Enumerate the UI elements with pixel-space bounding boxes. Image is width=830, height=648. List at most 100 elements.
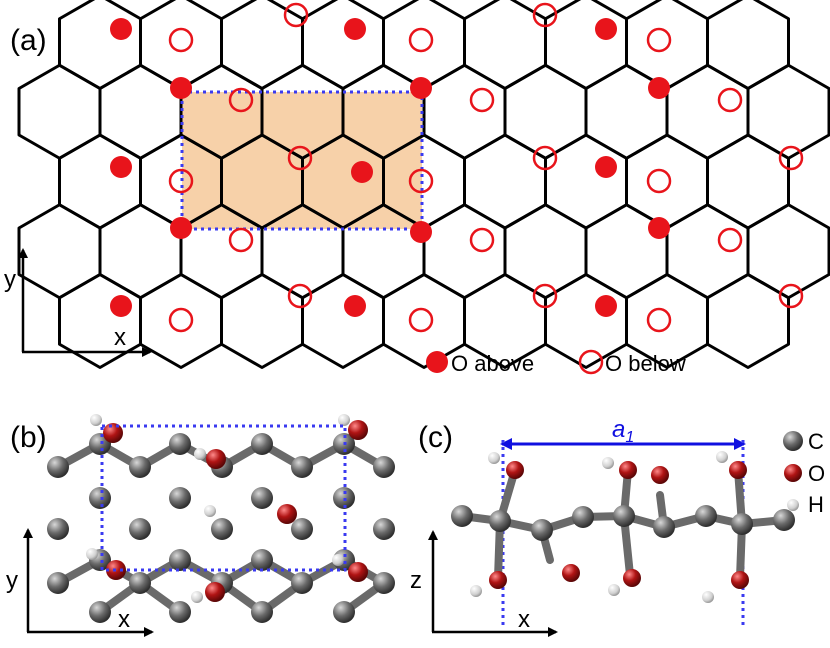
hexagon-cell — [503, 63, 588, 160]
hexagon-cell — [706, 0, 790, 90]
hydrogen-atom — [602, 457, 614, 469]
carbon-atom — [572, 506, 594, 528]
oxygen-below-marker — [469, 227, 495, 253]
hydrogen-atom — [608, 584, 620, 596]
carbon-atom — [251, 487, 273, 509]
hydrogen-atom — [338, 414, 350, 426]
carbon-atom — [47, 456, 69, 478]
oxygen-atom — [206, 449, 226, 469]
oxygen-below-marker — [646, 307, 672, 333]
hexagon-cell — [98, 63, 183, 160]
oxygen-below-marker — [778, 283, 804, 309]
oxygen-atom — [277, 504, 297, 524]
oxygen-below-marker — [646, 27, 672, 53]
hexagon-cell — [422, 203, 507, 300]
legend-oxygen-below-marker — [578, 349, 604, 375]
hexagon-cell — [544, 133, 628, 230]
panel-a: (a) y x O above O below — [4, 0, 830, 376]
axis-x-label: x — [114, 324, 126, 351]
oxygen-atom — [731, 571, 749, 589]
legend-oxygen-above-marker — [426, 351, 448, 373]
oxygen-above-marker — [351, 161, 373, 183]
atoms — [451, 451, 795, 603]
oxygen-below-marker — [717, 227, 743, 253]
oxygen-below-marker — [168, 307, 194, 333]
oxygen-below-marker — [287, 145, 313, 171]
carbon-atom — [169, 487, 191, 509]
carbon-atom — [489, 510, 511, 532]
carbon-atom — [169, 549, 191, 571]
oxygen-atom — [205, 582, 225, 602]
panel-b: (b) y x — [6, 414, 395, 637]
oxygen-below-marker — [283, 2, 309, 28]
oxygen-below-marker — [532, 2, 558, 28]
hydrogen-atom — [204, 505, 216, 517]
honeycomb-lattice — [17, 0, 830, 369]
axis-z-label: z — [410, 567, 422, 594]
oxygen-below-marker — [287, 283, 313, 309]
hexagon-cell — [544, 0, 628, 90]
oxygen-atom — [623, 569, 641, 587]
hexagon-cell — [58, 133, 142, 230]
legend-oxygen-label: O — [808, 461, 825, 486]
oxygen-below-marker — [532, 283, 558, 309]
molecular-model-side-view — [451, 451, 795, 603]
hexagon-cell — [463, 133, 547, 230]
hexagon-cell — [58, 273, 142, 369]
carbon-atom — [89, 601, 111, 623]
oxygen-below-marker — [408, 307, 434, 333]
hydrogen-atom — [716, 451, 728, 463]
oxygen-above-marker — [170, 217, 192, 239]
hexagon-cell — [625, 0, 709, 90]
carbon-atom — [695, 505, 717, 527]
oxygen-below-marker — [228, 87, 254, 113]
carbon-atom — [291, 572, 313, 594]
oxygen-below-marker — [717, 87, 743, 113]
axis-x-label-b: x — [118, 606, 130, 633]
oxygen-atom — [348, 420, 368, 440]
atoms — [47, 414, 395, 623]
oxygen-above-marker — [595, 18, 617, 40]
carbon-atom — [373, 456, 395, 478]
lattice-constant-label: a1 — [612, 416, 634, 446]
oxygen-below-marker — [532, 145, 558, 171]
hexagon-cell — [746, 203, 830, 300]
carbon-atom — [731, 513, 753, 535]
hexagon-cell — [17, 63, 102, 160]
oxygen-below-marker — [168, 27, 194, 53]
legend-oxygen-ball — [784, 464, 802, 482]
carbon-atom — [333, 601, 355, 623]
carbon-atom — [451, 505, 473, 527]
axis-x-label-c: x — [518, 606, 530, 633]
oxygen-above-marker — [110, 295, 132, 317]
hexagon-cell — [625, 133, 709, 230]
carbon-atom — [373, 572, 395, 594]
legend-oxygen-below-label: O below — [605, 351, 686, 376]
hexagon-cell — [665, 63, 750, 160]
unit-cell-border — [180, 90, 424, 231]
oxygen-above-marker — [110, 18, 132, 40]
hexagon-cell — [301, 0, 385, 90]
panel-b-label: (b) — [10, 421, 47, 454]
hydrogen-atom — [194, 448, 206, 460]
hexagon-cell — [706, 273, 790, 369]
hexagon-cell — [17, 203, 102, 300]
oxygen-atom — [729, 461, 747, 479]
carbon-atom — [251, 549, 273, 571]
hexagon-cell — [382, 0, 466, 90]
oxygen-above-marker — [344, 18, 366, 40]
carbon-atom — [773, 509, 795, 531]
legend-hydrogen-ball — [787, 499, 799, 511]
hydrogen-atom — [191, 591, 203, 603]
oxygen-above-marker — [110, 156, 132, 178]
molecular-model-top-view — [47, 414, 395, 623]
oxygen-below-marker — [228, 227, 254, 253]
carbon-atom — [129, 518, 151, 540]
hexagon-cell — [58, 0, 142, 90]
carbon-atom — [251, 601, 273, 623]
panel-c-label: (c) — [418, 421, 453, 454]
hexagon-cell — [220, 0, 304, 90]
carbon-atom — [169, 433, 191, 455]
oxygen-atom — [562, 564, 580, 582]
